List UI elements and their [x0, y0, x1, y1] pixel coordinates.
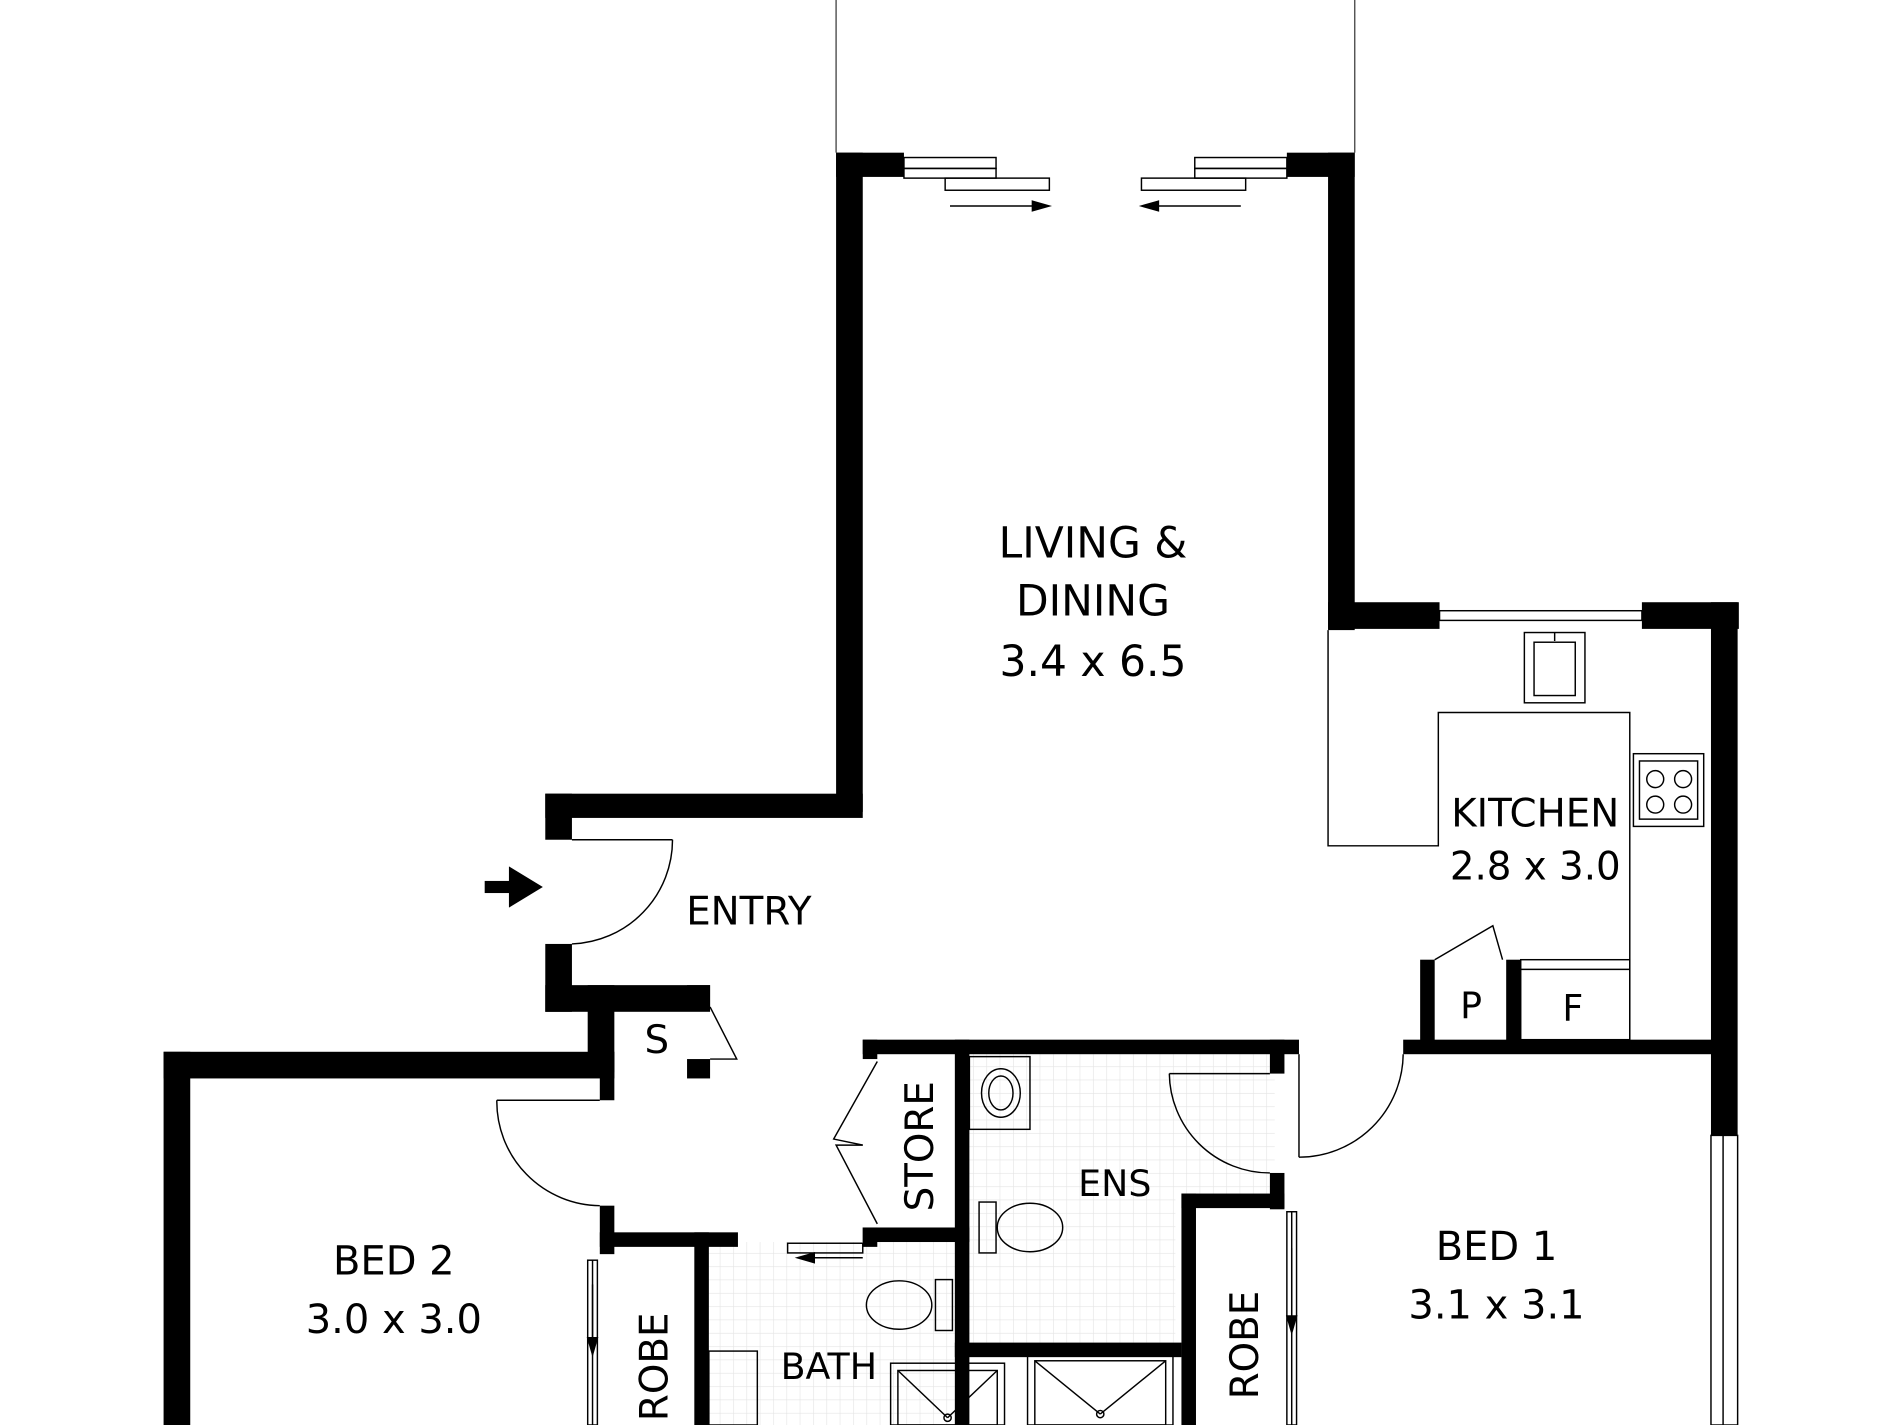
living-label-line2: DINING — [1016, 578, 1170, 627]
entry-arrow-icon — [484, 866, 543, 908]
room-labels: LIVING & DINING 3.4 x 6.5 KITCHEN 2.8 x … — [306, 519, 1621, 1421]
balcony-outline — [835, 0, 1356, 153]
door-swings — [496, 839, 1404, 1207]
store-s-label: S — [644, 1018, 669, 1063]
kitchen-size: 2.8 x 3.0 — [1450, 845, 1621, 890]
fridge-label: F — [1562, 986, 1583, 1029]
store-label: STORE — [898, 1081, 943, 1211]
walls — [163, 152, 1739, 1425]
living-label-line1: LIVING & — [999, 519, 1188, 568]
robe-right-label: ROBE — [1223, 1291, 1268, 1400]
fixtures — [586, 156, 1739, 1425]
bed1-label: BED 1 — [1436, 1224, 1558, 1270]
bed2-size: 3.0 x 3.0 — [306, 1297, 482, 1343]
entry-label: ENTRY — [686, 890, 812, 935]
robe-left-label: ROBE — [633, 1313, 678, 1422]
kitchen-label: KITCHEN — [1451, 791, 1619, 836]
pantry-label: P — [1460, 984, 1482, 1027]
bed1-size: 3.1 x 3.1 — [1408, 1282, 1584, 1328]
bed2-label: BED 2 — [333, 1239, 455, 1285]
living-size: 3.4 x 6.5 — [1000, 638, 1187, 687]
bath-label: BATH — [781, 1345, 878, 1388]
ensuite-label: ENS — [1078, 1162, 1151, 1205]
tile-areas — [706, 1054, 1275, 1425]
arrows — [586, 200, 1298, 1358]
